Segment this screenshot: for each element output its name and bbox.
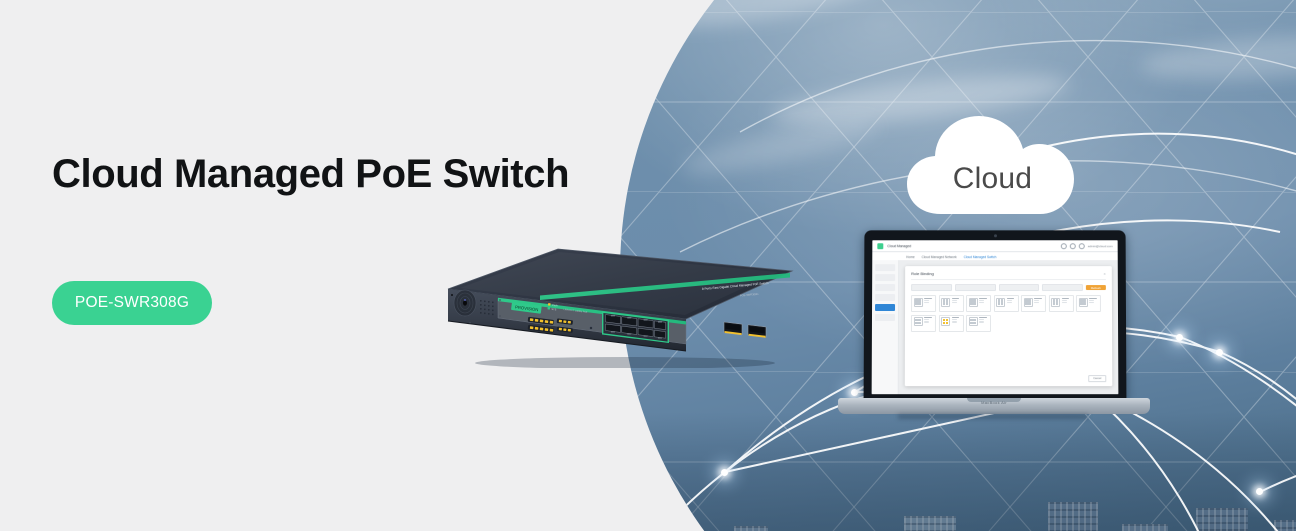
- switch-ports-icon: [941, 297, 951, 307]
- sidebar-item-overview[interactable]: [875, 264, 896, 272]
- filter-network-select[interactable]: [1042, 284, 1083, 292]
- device-card[interactable]: [1020, 295, 1046, 313]
- switch-ports-icon: [913, 316, 923, 326]
- sidebar-item-switch[interactable]: [875, 304, 896, 312]
- switch-panel-text: 8 Ports Fast Gigabit Cloud Managed PoE S…: [702, 281, 769, 291]
- switch-ports-icon: [995, 297, 1005, 307]
- sidebar-item-devices[interactable]: [875, 274, 896, 282]
- role-binding-modal: Role Binding × Refresh: [904, 266, 1113, 387]
- device-card[interactable]: [966, 295, 992, 313]
- bell-icon[interactable]: [1069, 242, 1076, 249]
- switch-ports-icon: [968, 316, 978, 326]
- nav-item-home[interactable]: Home: [906, 254, 915, 259]
- laptop-mockup: Cloud Managed admin@cloud.com Home Cloud…: [838, 230, 1150, 435]
- filter-model-select[interactable]: [998, 284, 1040, 292]
- network-node: [1176, 334, 1183, 341]
- sidebar-item-network[interactable]: [875, 294, 896, 302]
- led-legend-pwr: PWR: [552, 304, 558, 308]
- laptop-base: MacBook Air: [838, 398, 1150, 414]
- laptop-screen: Cloud Managed admin@cloud.com Home Cloud…: [871, 240, 1119, 395]
- brand-logo-icon: [877, 242, 884, 249]
- filter-device-type-select[interactable]: [954, 284, 996, 292]
- model-badge-label: POE-SWR308G: [74, 294, 190, 311]
- close-icon[interactable]: ×: [1103, 271, 1106, 277]
- laptop-model-label: MacBook Air: [981, 400, 1007, 405]
- nav-item-switch[interactable]: Cloud Managed Switch: [963, 254, 997, 259]
- device-card[interactable]: [1048, 295, 1074, 313]
- switch-ports-icon: [940, 316, 950, 326]
- device-card[interactable]: [938, 295, 964, 313]
- nav-item-network[interactable]: Cloud Managed Network: [921, 254, 957, 259]
- sfp-port-block: [723, 321, 767, 338]
- poe-switch-device: PROVISION: [440, 243, 800, 369]
- device-card[interactable]: [911, 295, 937, 313]
- brand-name: Cloud Managed: [887, 243, 912, 248]
- rj45-port-block: [602, 311, 669, 343]
- switch-ports-icon: [968, 297, 978, 307]
- switch-panel-model: POE-SWR308G: [740, 292, 759, 298]
- cancel-button[interactable]: Cancel: [1088, 375, 1107, 383]
- cloud-dashboard: Cloud Managed admin@cloud.com Home Cloud…: [871, 240, 1119, 395]
- modal-title: Role Binding: [911, 271, 934, 277]
- device-card[interactable]: [965, 314, 992, 332]
- sidebar-item-clients[interactable]: [875, 284, 896, 292]
- laptop-camera: [993, 234, 997, 238]
- model-badge: POE-SWR308G: [52, 281, 212, 325]
- switch-ports-icon: [1023, 297, 1033, 307]
- laptop-lid: Cloud Managed admin@cloud.com Home Cloud…: [863, 230, 1127, 403]
- page-title: Cloud Managed PoE Switch: [52, 152, 570, 196]
- switch-ports-icon: [1078, 297, 1088, 307]
- switch-ports-icon: [1050, 297, 1060, 307]
- filter-site-select[interactable]: [911, 284, 952, 292]
- switch-brand-label: PROVISION: [515, 304, 539, 312]
- filter-bar: Refresh: [911, 284, 1106, 292]
- dashboard-header: Cloud Managed admin@cloud.com: [872, 240, 1118, 253]
- led-legend-sys: SYS: [551, 308, 557, 312]
- switch-illustration: PROVISION: [447, 248, 794, 369]
- device-card-grid: [910, 295, 1106, 332]
- network-node: [1216, 349, 1223, 356]
- search-icon[interactable]: [1060, 242, 1067, 249]
- modal-header: Role Binding ×: [911, 271, 1106, 281]
- cloud-graphic: Cloud: [905, 110, 1080, 218]
- network-node: [721, 469, 728, 476]
- cloud-label: Cloud: [952, 162, 1033, 195]
- dashboard-sidebar: [871, 260, 900, 395]
- user-email[interactable]: admin@cloud.com: [1087, 243, 1113, 248]
- switch-ports-icon: [913, 297, 923, 307]
- device-card[interactable]: [1075, 295, 1101, 313]
- sidebar-item-settings[interactable]: [874, 314, 896, 321]
- dashboard-content: Role Binding × Refresh: [898, 260, 1119, 395]
- device-card[interactable]: [938, 314, 964, 332]
- network-node: [1256, 488, 1263, 495]
- device-card[interactable]: [993, 295, 1019, 313]
- laptop-shadow: [898, 414, 1088, 419]
- help-icon[interactable]: [1078, 242, 1085, 249]
- device-card[interactable]: [910, 314, 937, 332]
- port-legend: LINK/ACT 1000M PoE: [563, 308, 587, 314]
- refresh-button[interactable]: Refresh: [1085, 284, 1106, 291]
